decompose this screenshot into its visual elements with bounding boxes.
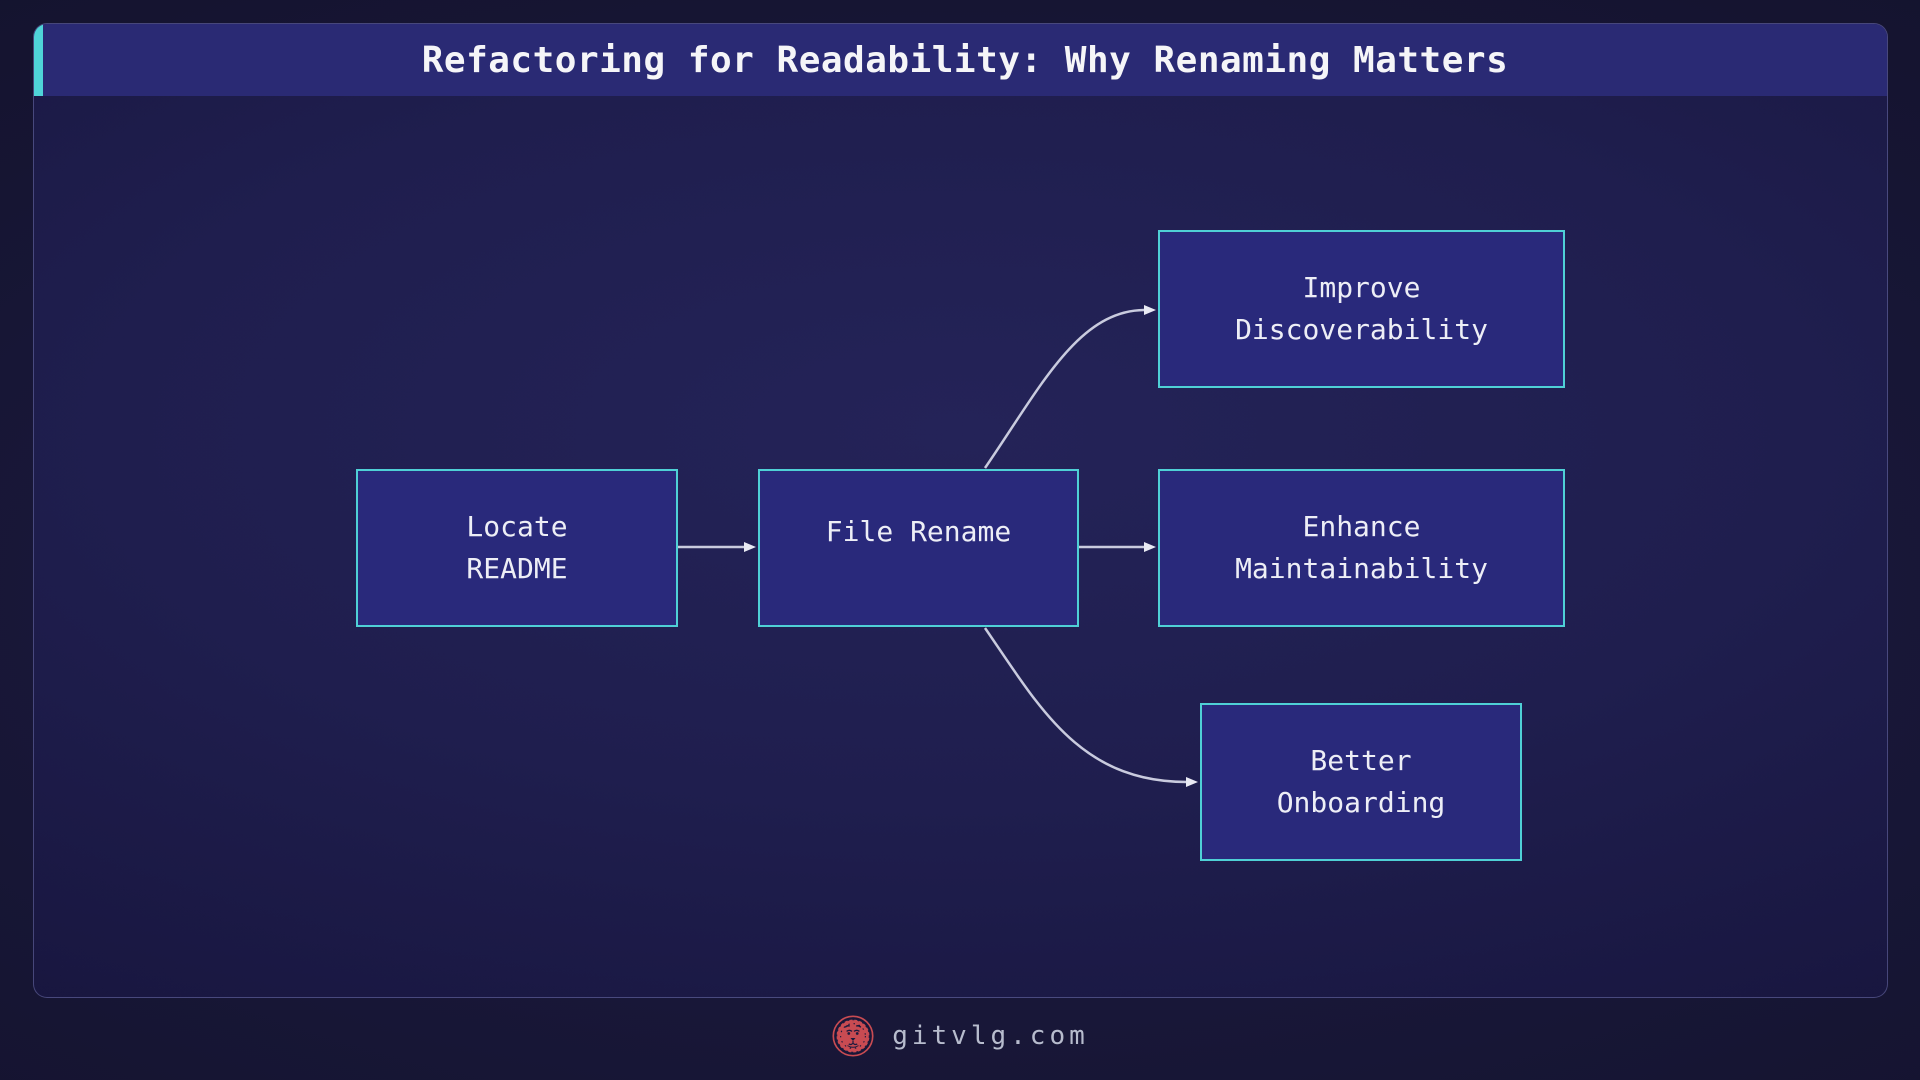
node-locate-readme: Locate README — [356, 469, 678, 627]
node-improve-discoverability: Improve Discoverability — [1158, 230, 1565, 388]
title-bar: Refactoring for Readability: Why Renamin… — [34, 24, 1887, 96]
content-panel: Refactoring for Readability: Why Renamin… — [33, 23, 1888, 998]
brand-text: gitvlg.com — [892, 1021, 1089, 1051]
node-label-line: Improve — [1302, 271, 1421, 304]
node-label-line: Maintainability — [1235, 552, 1488, 585]
node-label-line: README — [466, 552, 568, 585]
footer: gitvlg.com — [0, 1010, 1920, 1062]
node-label-line: Onboarding — [1276, 786, 1446, 819]
lion-emblem-icon — [832, 1015, 874, 1057]
node-file-rename: File Rename — [758, 469, 1079, 627]
node-better-onboarding: Better Onboarding — [1200, 703, 1522, 861]
node-label-line: Locate — [466, 510, 568, 543]
node-label-line: Better — [1310, 744, 1412, 777]
edge-rename-to-improve — [983, 305, 1156, 469]
node-label-line: File Rename — [825, 515, 1012, 548]
node-label-line: Enhance — [1302, 510, 1421, 543]
node-label-line: Discoverability — [1235, 313, 1488, 346]
page-title: Refactoring for Readability: Why Renamin… — [421, 39, 1509, 81]
node-enhance-maintainability: Enhance Maintainability — [1158, 469, 1565, 627]
edge-rename-to-onboarding — [983, 627, 1198, 787]
